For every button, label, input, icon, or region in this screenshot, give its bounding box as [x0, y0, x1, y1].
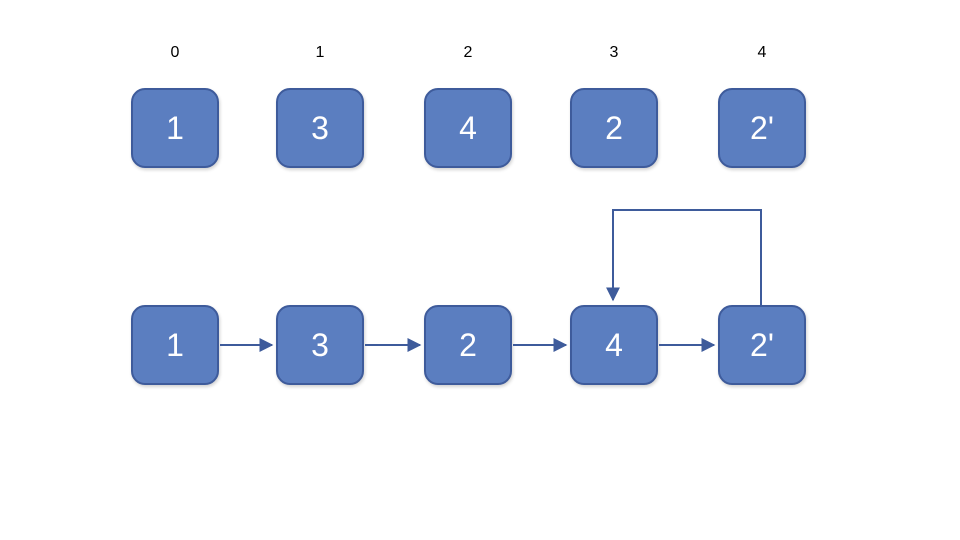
array-cell-1: 3	[276, 88, 364, 168]
list-node-2: 2	[424, 305, 512, 385]
array-index-label-0: 0	[170, 44, 180, 61]
array-cell-2: 4	[424, 88, 512, 168]
cycle-arrow-2p-to-4	[606, 209, 762, 305]
array-cell-3: 2	[570, 88, 658, 168]
array-index-label-3: 3	[609, 44, 619, 61]
list-node-3: 4	[570, 305, 658, 385]
array-index-label-4: 4	[757, 44, 767, 61]
list-node-4: 2'	[718, 305, 806, 385]
list-node-1: 3	[276, 305, 364, 385]
list-node-0: 1	[131, 305, 219, 385]
array-index-label-2: 2	[463, 44, 473, 61]
array-cell-0: 1	[131, 88, 219, 168]
array-index-label-1: 1	[315, 44, 325, 61]
array-cell-4: 2'	[718, 88, 806, 168]
